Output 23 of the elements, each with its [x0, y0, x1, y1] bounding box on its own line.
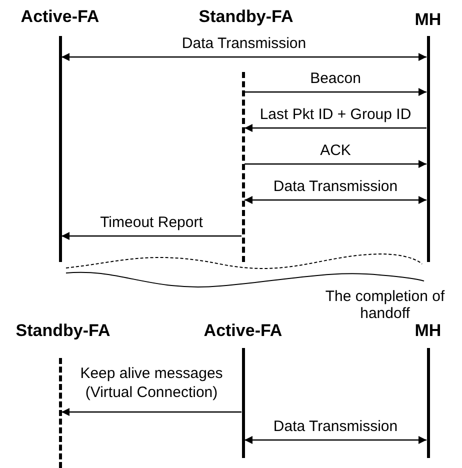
- message-arrow: [244, 160, 426, 168]
- message-arrow: [244, 436, 426, 444]
- edge-label: Last Pkt ID + Group ID: [258, 105, 412, 124]
- message-arrow: [244, 124, 426, 132]
- edge-label: Data Transmission: [272, 417, 399, 436]
- message-arrow: [62, 408, 242, 416]
- message-arrow: [62, 53, 426, 61]
- participant-name: MH: [414, 322, 442, 339]
- edge-label: Data Transmission: [272, 177, 399, 196]
- edge-label: Timeout Report: [99, 213, 204, 232]
- participant-name: MH: [414, 11, 442, 28]
- message-arrow: [244, 196, 426, 204]
- participant-name: Active-FA: [20, 8, 100, 25]
- participant-name: Standby-FA: [198, 8, 294, 25]
- edge-label: ACK: [319, 141, 352, 160]
- message-arrow: [62, 232, 242, 240]
- participant-name: Active-FA: [204, 322, 282, 339]
- participant-name: Standby-FA: [16, 322, 110, 339]
- edge-label: Beacon: [309, 69, 362, 88]
- note-text: The completion of handoff: [324, 288, 446, 322]
- edge-label: Keep alive messages (Virtual Connection): [79, 364, 224, 402]
- edge-label: Data Transmission: [180, 34, 308, 53]
- message-arrow: [244, 88, 426, 96]
